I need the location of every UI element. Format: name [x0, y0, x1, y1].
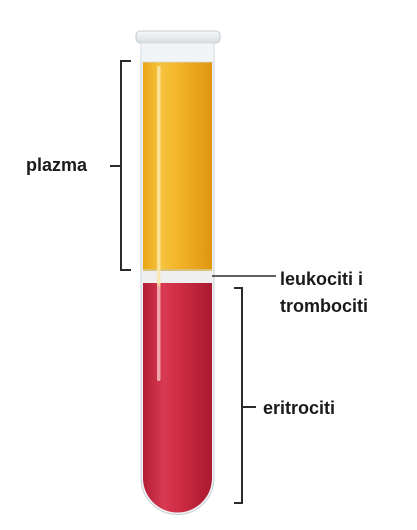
erythrocytes-label: eritrociti: [263, 398, 335, 419]
buffy-coat-layer: [143, 269, 212, 283]
tube-rim: [136, 31, 220, 43]
leukocytes-label-line2: trombociti: [280, 296, 368, 317]
erythrocytes-layer: [143, 283, 212, 513]
leukocytes-label-line1: leukociti i: [280, 269, 363, 290]
plasma-layer: [143, 62, 212, 269]
plasma-bracket: [121, 61, 131, 270]
erythrocytes-bracket: [234, 288, 242, 503]
plasma-label: plazma: [26, 155, 87, 176]
